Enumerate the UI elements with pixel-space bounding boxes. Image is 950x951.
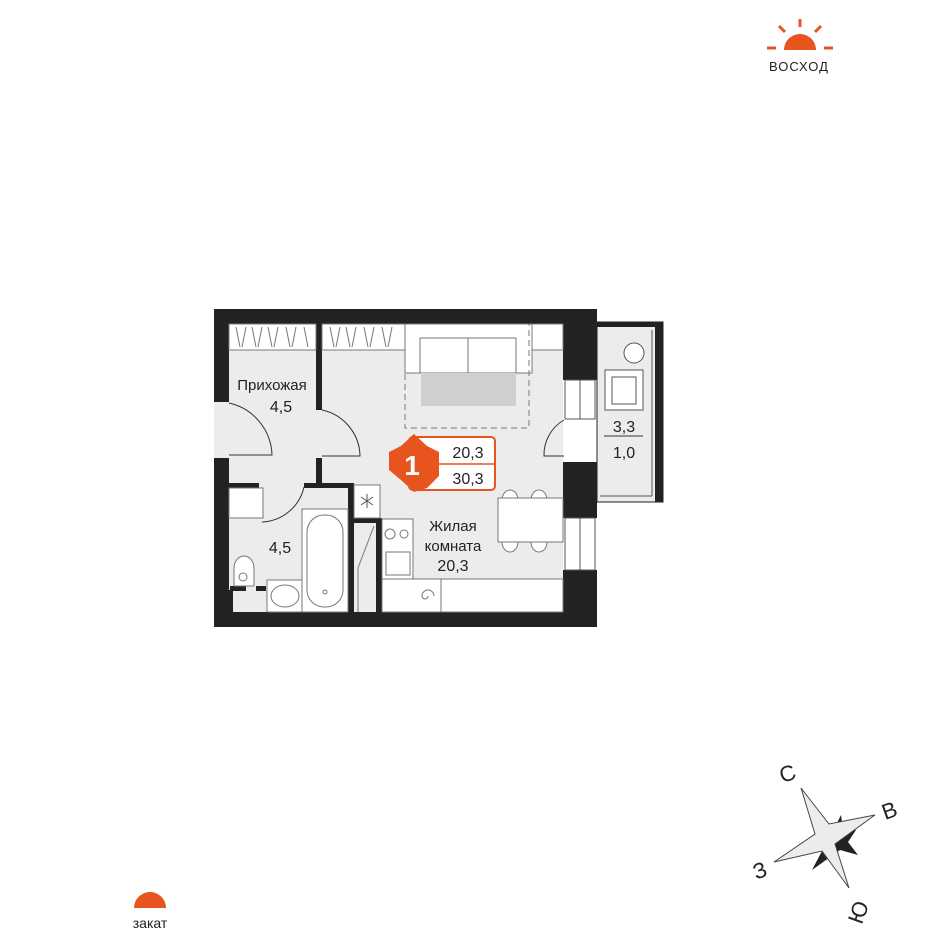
- compass-west: З: [749, 857, 770, 885]
- bathroom-fixtures: [228, 487, 349, 613]
- bathroom-area: 4,5: [269, 540, 291, 557]
- compass-east: В: [878, 796, 900, 825]
- sunrise-icon: [767, 19, 833, 50]
- room-count: 1: [404, 450, 420, 481]
- sofa: [404, 323, 564, 429]
- doors: [228, 402, 565, 523]
- living-name-1: Жилая: [429, 518, 476, 535]
- wardrobes: [228, 323, 406, 351]
- compass-south: Ю: [843, 897, 874, 926]
- balcony-area: 3,3: [613, 419, 635, 436]
- living-name-2: комната: [425, 538, 482, 555]
- entrance-opening: [214, 402, 230, 458]
- badge-living-area: 20,3: [452, 445, 483, 462]
- windows: [564, 379, 596, 571]
- kitchen: [353, 484, 564, 613]
- compass-rose-icon: [773, 787, 876, 889]
- hallway-area: 4,5: [270, 399, 292, 416]
- compass-north: С: [776, 759, 800, 788]
- sunset-icon: [134, 892, 166, 908]
- balcony-reduced-area: 1,0: [613, 445, 635, 462]
- living-area: 20,3: [437, 558, 468, 575]
- walls: [214, 309, 597, 627]
- hallway-name: Прихожая: [237, 377, 307, 394]
- badge-hexagon-icon: [389, 434, 439, 492]
- sunset-label: закат: [133, 915, 168, 931]
- apartment-badge: 1 20,3 30,3: [389, 434, 496, 492]
- sunrise-label: ВОСХОД: [769, 59, 829, 74]
- badge-total-area: 30,3: [452, 471, 483, 488]
- dining-table: [497, 489, 564, 553]
- balcony: [596, 321, 664, 503]
